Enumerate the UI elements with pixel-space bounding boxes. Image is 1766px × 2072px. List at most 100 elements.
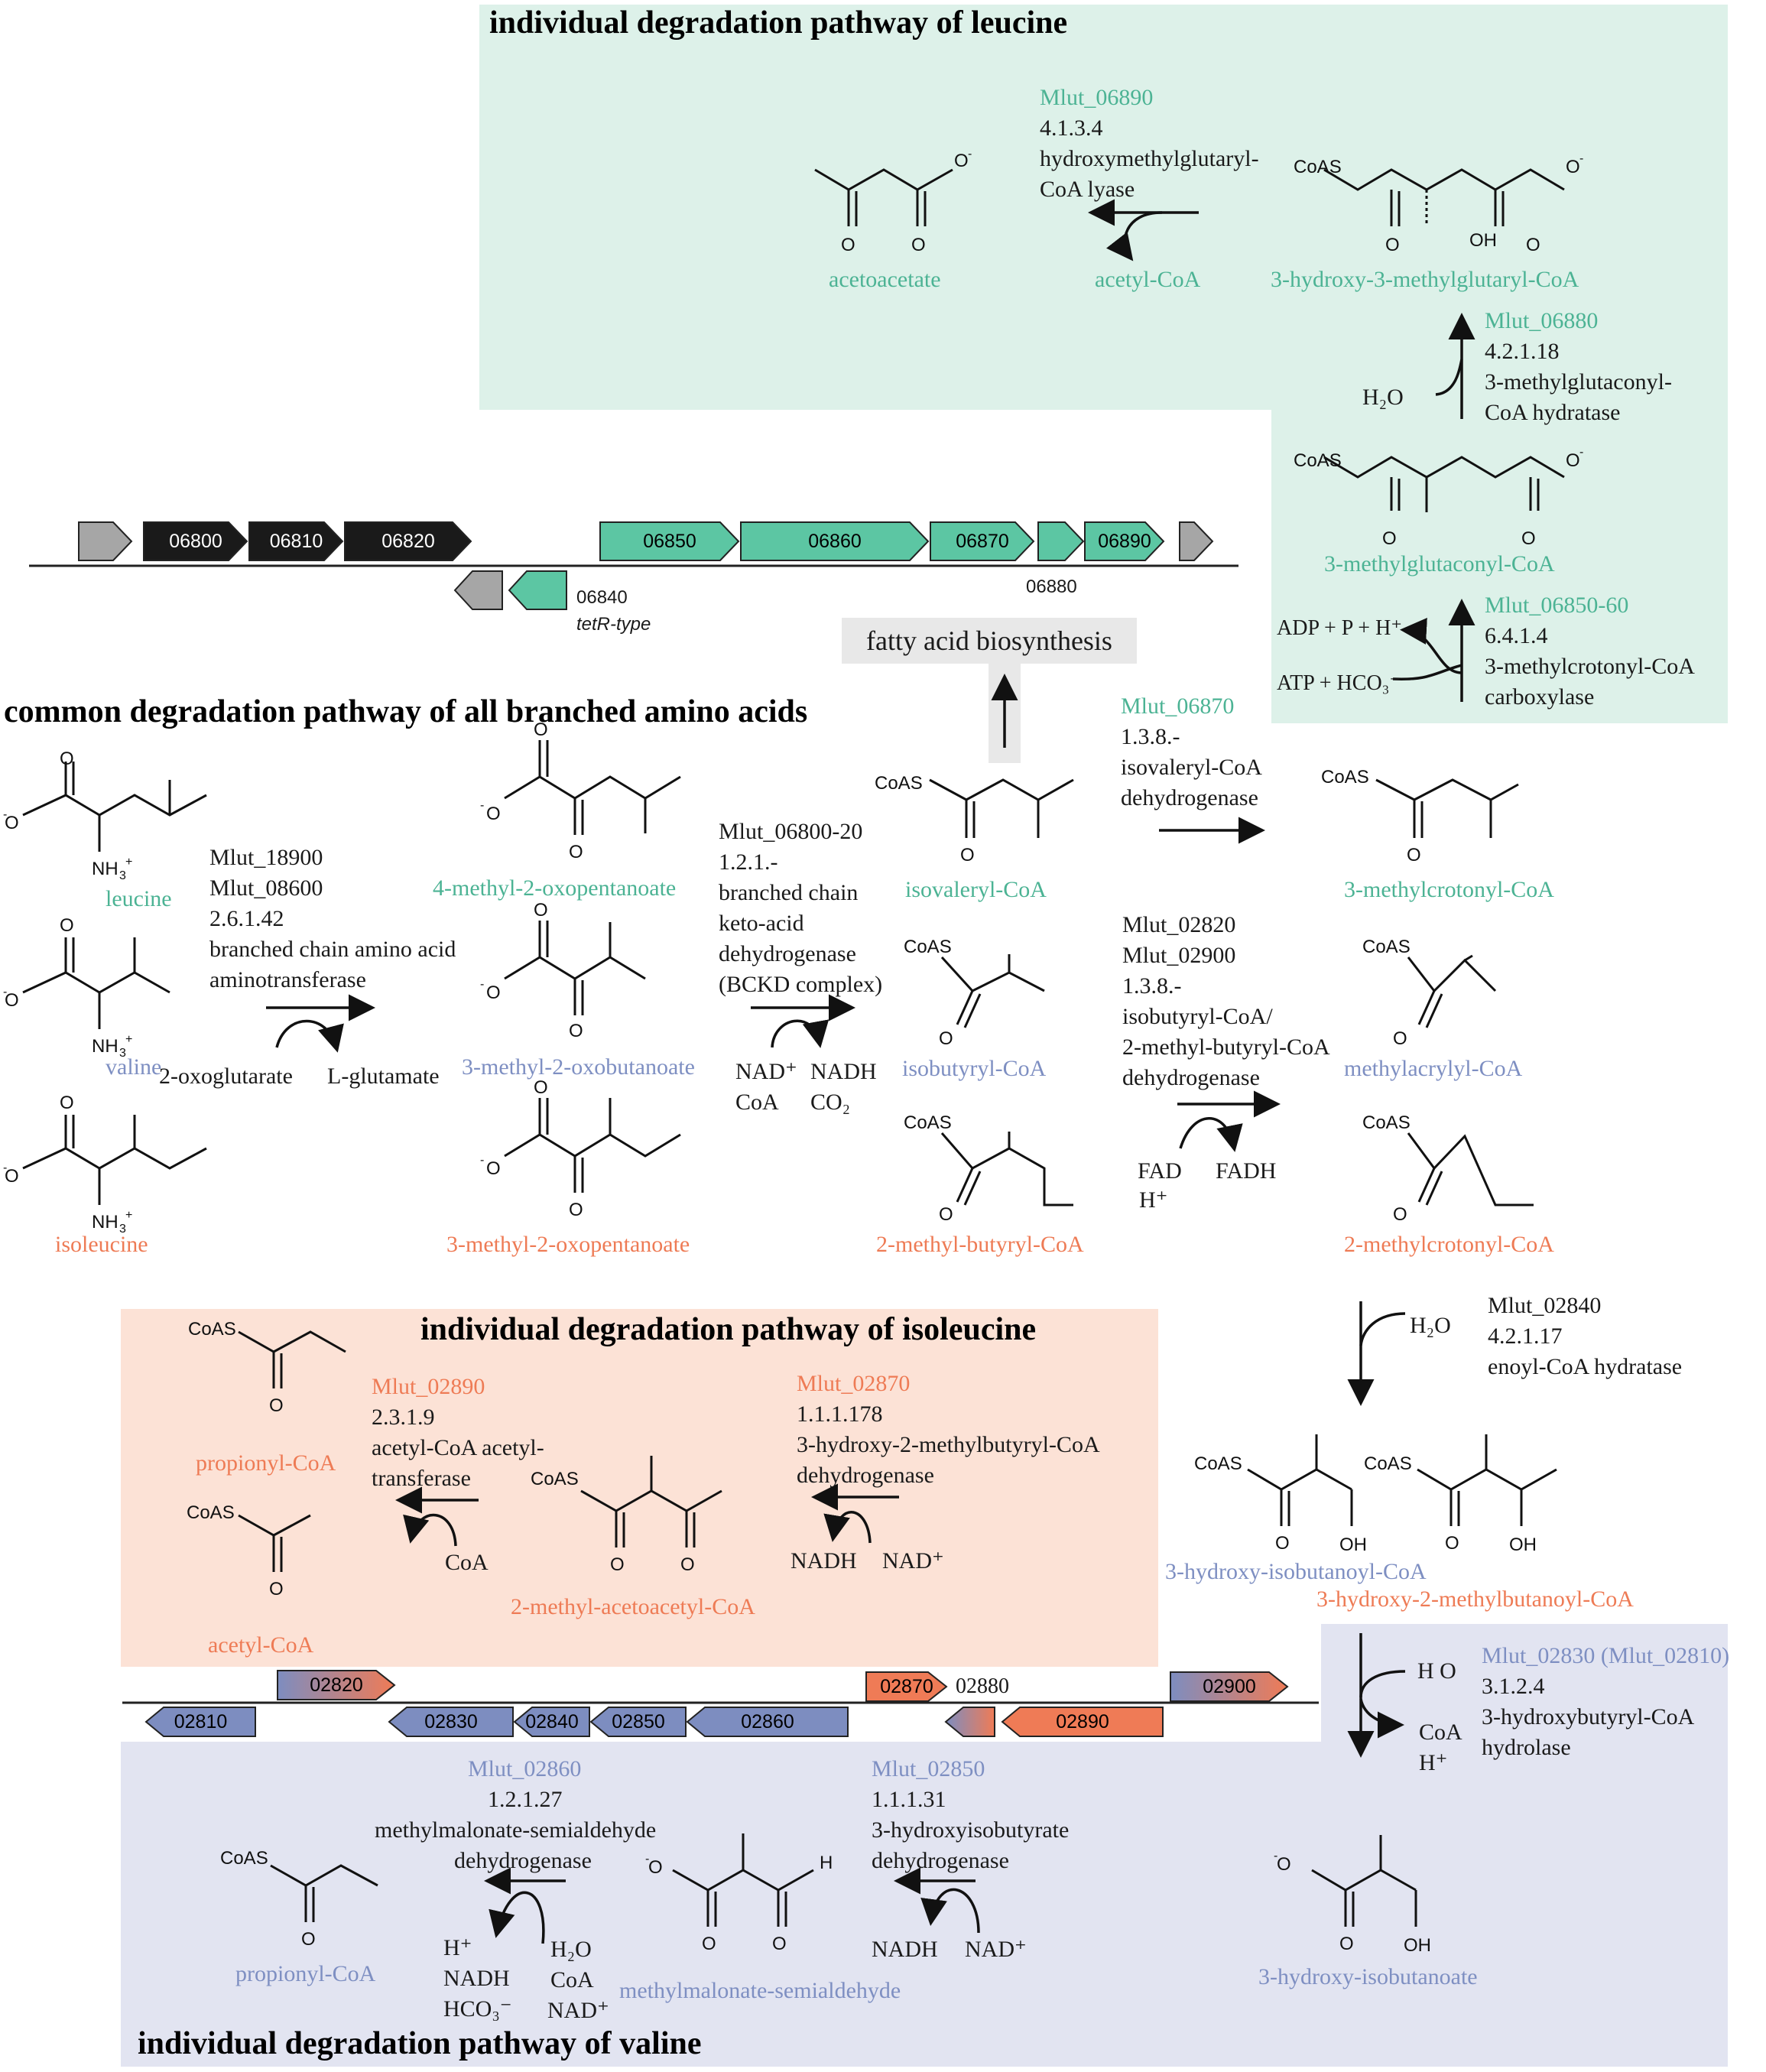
svg-text:O: O	[486, 804, 501, 824]
svg-text:O: O	[680, 1554, 695, 1575]
enzyme-06800-name4: (BCKD complex)	[719, 972, 883, 997]
compound-isoleucine: isoleucine	[55, 1232, 148, 1257]
svg-text:CoAS: CoAS	[1294, 157, 1342, 177]
svg-text:O: O	[1526, 235, 1540, 255]
leucine-panel	[479, 5, 1271, 410]
cofactor-nad-val1: NAD⁺	[965, 1937, 1027, 1962]
svg-text:O: O	[534, 900, 548, 921]
compound-acetoacetate: acetoacetate	[829, 267, 941, 292]
svg-text:O: O	[486, 982, 501, 1003]
svg-text:O: O	[702, 1934, 716, 1954]
compound-acetyl-iso: acetyl-CoA	[208, 1632, 314, 1658]
svg-text:CoAS: CoAS	[875, 773, 923, 794]
compound-methylcrotonyl2: 2-methylcrotonyl-CoA	[1344, 1232, 1554, 1257]
svg-text:CoAS: CoAS	[1321, 767, 1369, 788]
heading-valine: individual degradation pathway of valine	[138, 2026, 702, 2061]
gene-06860[interactable]: 06860	[740, 521, 930, 561]
leucine-panel-right	[1271, 5, 1728, 723]
gene-06870[interactable]: 06870	[930, 521, 1035, 561]
svg-text:3: 3	[119, 869, 126, 882]
gene-label-02880: 02880	[956, 1674, 1009, 1698]
gene-label-06880: 06880	[1026, 576, 1077, 597]
svg-text:O: O	[939, 1204, 953, 1225]
svg-text:CoAS: CoAS	[187, 1502, 235, 1523]
isoleucine-panel	[121, 1309, 1158, 1667]
gene-06800[interactable]: 06800	[143, 521, 248, 561]
svg-text:O: O	[1393, 1204, 1407, 1225]
svg-text:3: 3	[119, 1223, 126, 1236]
svg-text:O: O	[1521, 528, 1536, 549]
svg-text:CoAS: CoAS	[1364, 1453, 1412, 1474]
enzyme-02840-gene: Mlut_02840	[1488, 1293, 1602, 1318]
svg-text:CoAS: CoAS	[904, 937, 952, 957]
compound-3m-oxobutanoate: 3-methyl-2-oxobutanoate	[462, 1054, 695, 1080]
gene-02850[interactable]: 02850	[589, 1707, 687, 1746]
compound-propionyl-iso: propionyl-CoA	[196, 1450, 336, 1476]
gene-02830[interactable]: 02830	[388, 1707, 514, 1746]
gene-02890[interactable]: 02890	[1001, 1707, 1164, 1746]
svg-text:OH: OH	[1404, 1935, 1431, 1956]
gene-02900[interactable]: 02900	[1170, 1671, 1289, 1711]
cofactor-adp: ADP + P + H⁺	[1277, 616, 1403, 640]
enzyme-02820-gene2: Mlut_02900	[1122, 943, 1236, 968]
svg-text:OH: OH	[1509, 1535, 1537, 1555]
gene-02870[interactable]: 02870	[865, 1671, 948, 1711]
svg-text:O: O	[5, 813, 19, 833]
gene-06810[interactable]: 06810	[248, 521, 344, 561]
compound-methylglutaconyl: 3-methylglutaconyl-CoA	[1324, 551, 1555, 576]
gene-06890[interactable]: 06890	[1084, 521, 1165, 561]
svg-text:CoAS: CoAS	[1194, 1453, 1242, 1474]
enzyme-02830-name1: 3-hydroxybutyryl-CoA	[1482, 1704, 1695, 1729]
gene-grey-1[interactable]	[78, 521, 133, 561]
enzyme-06850-name2: carboxylase	[1485, 684, 1595, 710]
svg-text:O: O	[569, 842, 583, 862]
svg-text:O: O	[610, 1554, 625, 1575]
gene-grey-2[interactable]	[1179, 521, 1214, 561]
enzyme-06890-name1: hydroxymethylglutaryl-	[1040, 146, 1259, 171]
enzyme-02830-ec: 3.1.2.4	[1482, 1674, 1545, 1699]
cofactor-co2: CO₂	[810, 1090, 851, 1115]
svg-text:OH: OH	[1339, 1535, 1367, 1555]
cofactor-hco3-val: HCO₃⁻	[443, 1996, 512, 2022]
svg-text:O: O	[1275, 1533, 1290, 1554]
svg-text:O: O	[569, 1021, 583, 1041]
cofactor-coa-val: CoA	[550, 1967, 594, 1992]
svg-text:-: -	[968, 148, 972, 161]
svg-text:CoAS: CoAS	[1362, 1112, 1411, 1133]
svg-text:-: -	[3, 986, 7, 999]
gene-06840[interactable]	[508, 570, 567, 610]
svg-text:O: O	[648, 1857, 663, 1878]
cofactor-atp: ATP + HCO₃⁻	[1277, 671, 1401, 695]
gene-02860[interactable]: 02860	[686, 1707, 849, 1746]
svg-text:H: H	[820, 1853, 833, 1873]
svg-text:O: O	[772, 1934, 787, 1954]
svg-text:-: -	[1579, 446, 1583, 459]
svg-text:NH: NH	[92, 1036, 118, 1057]
svg-text:+: +	[125, 1033, 132, 1046]
enzyme-06880-name2: CoA hydratase	[1485, 400, 1621, 425]
gene-06850[interactable]: 06850	[599, 521, 740, 561]
heading-leucine: individual degradation pathway of leucin…	[489, 5, 1068, 41]
svg-text:+: +	[125, 856, 132, 869]
gene-02880-grad[interactable]	[944, 1707, 995, 1746]
svg-text:O: O	[1407, 845, 1421, 865]
compound-acetylcoa: acetyl-CoA	[1095, 267, 1201, 292]
cofactor-coa-iso: CoA	[445, 1550, 489, 1575]
enzyme-18900-name2: aminotransferase	[209, 967, 366, 992]
svg-text:-: -	[480, 799, 484, 812]
svg-text:O: O	[269, 1395, 284, 1416]
gene-02840[interactable]: 02840	[513, 1707, 590, 1746]
enzyme-02870-gene: Mlut_02870	[797, 1371, 911, 1396]
svg-text:O: O	[1277, 1854, 1291, 1875]
enzyme-06890-gene: Mlut_06890	[1040, 85, 1154, 110]
svg-text:O: O	[60, 749, 74, 769]
svg-text:O: O	[911, 235, 926, 255]
cofactor-fadh: FADH	[1216, 1158, 1277, 1184]
gene-02820[interactable]: 02820	[277, 1670, 396, 1710]
gene-06820[interactable]: 06820	[344, 521, 472, 561]
gene-grey-reverse[interactable]	[453, 570, 503, 610]
gene-02810[interactable]: 02810	[144, 1707, 256, 1746]
gene-06880[interactable]	[1037, 521, 1085, 561]
cofactor-hplus-hydrolase: H⁺	[1419, 1750, 1448, 1775]
